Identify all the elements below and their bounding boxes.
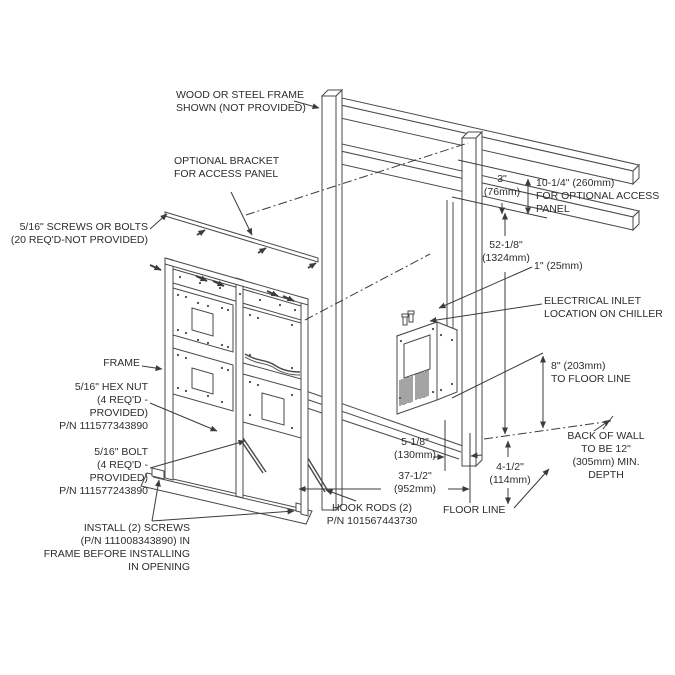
chiller	[395, 310, 459, 415]
label-access-panel: 10-1/4" (260mm) FOR OPTIONAL ACCESS PANE…	[536, 177, 660, 215]
label-optional-bracket: OPTIONAL BRACKET FOR ACCESS PANEL	[174, 155, 280, 180]
leaders-and-dimensions	[141, 100, 611, 522]
bracket-screws	[196, 229, 317, 269]
label-back-wall: BACK OF WALL TO BE 12" (305mm) MIN. DEPT…	[567, 430, 645, 481]
label-dim-8in: 8" (203mm) TO FLOOR LINE	[551, 360, 631, 385]
label-wood-frame: WOOD OR STEEL FRAME SHOWN (NOT PROVIDED)	[176, 89, 306, 114]
alignment-dashline	[304, 253, 431, 321]
label-dim-4: 4-1/2" (114mm)	[489, 461, 531, 486]
label-hex-nut: 5/16" HEX NUT (4 REQ'D - PROVIDED) P/N 1…	[59, 381, 148, 432]
panel-holes	[176, 275, 297, 430]
label-frame: FRAME	[103, 357, 140, 369]
wall-frame	[302, 88, 640, 512]
frame-top-screws	[149, 264, 295, 302]
label-electrical: ELECTRICAL INLET LOCATION ON CHILLER	[544, 295, 663, 320]
mounting-frame	[140, 257, 329, 525]
label-dim-37: 37-1/2" (952mm)	[393, 470, 436, 495]
label-dim-5: 5-1/8" (130mm)	[393, 436, 436, 461]
label-floor-line: FLOOR LINE	[443, 504, 506, 516]
label-hook-rods: HOOK RODS (2) P/N 101567443730	[326, 502, 418, 527]
label-screws-bolts: 5/16" SCREWS OR BOLTS (20 REQ'D-NOT PROV…	[10, 221, 148, 246]
hook-rods	[239, 437, 329, 493]
label-bolt: 5/16" BOLT (4 REQ'D - PROVIDED) P/N 1115…	[59, 446, 148, 497]
label-dim-1in: 1" (25mm)	[534, 260, 583, 272]
label-dim-52: 52-1/8" (1324mm)	[482, 239, 530, 264]
label-dim-3in: 3" (76mm)	[483, 173, 521, 198]
label-install-screws: INSTALL (2) SCREWS (P/N 111008343890) IN…	[43, 522, 190, 573]
vent-grille	[399, 370, 429, 406]
